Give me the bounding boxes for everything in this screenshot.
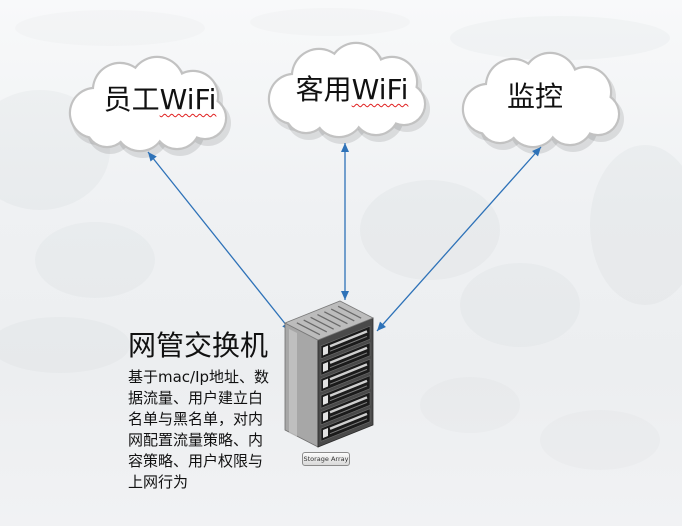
server-drive-bay	[320, 342, 371, 376]
server-drive-bay	[320, 325, 371, 360]
map-landmass	[250, 8, 410, 36]
server-vent-slit	[324, 311, 348, 325]
server-left-face-highlight	[289, 329, 297, 437]
cloud-employee-wifi	[68, 55, 231, 158]
map-landmass	[590, 145, 682, 305]
drive-bay-handle	[323, 395, 328, 405]
map-landmass	[450, 16, 670, 60]
server-vent-slit	[330, 308, 355, 322]
map-landmass	[420, 377, 520, 433]
arrow-employee-wifi-switch	[147, 151, 292, 332]
device-description-line: 名单与黑名单，对内	[128, 410, 264, 428]
drive-bay-handle	[323, 411, 328, 422]
arrowhead-end	[341, 291, 349, 300]
drive-bay-handle	[323, 362, 328, 372]
map-landmass	[360, 180, 500, 280]
drive-bay-highlight	[329, 396, 368, 414]
map-landmass	[460, 263, 580, 347]
cloud-label-flagged-word: WiFi	[159, 83, 217, 116]
cloud-label-text: 客用	[295, 73, 352, 106]
arrowhead-end	[377, 321, 386, 331]
drive-bay-slot	[329, 418, 368, 435]
device-title: 网管交换机	[128, 329, 269, 362]
server-drive-bay	[320, 408, 371, 442]
arrowhead-start	[341, 143, 349, 152]
drive-bay-highlight	[329, 330, 368, 348]
drive-bay-slot	[329, 368, 368, 385]
cloud-fill	[115, 78, 175, 138]
drive-bay-highlight	[329, 379, 368, 397]
device-description-line: 基于mac/Ip地址、数	[128, 368, 270, 386]
cloud-label-flagged-word: WiFi	[351, 73, 409, 106]
storage-array-tag: Storage Array	[302, 452, 350, 466]
drive-bay-handle	[323, 428, 328, 438]
cloud-label-monitoring: 监控	[507, 83, 563, 111]
server-top-vents	[296, 305, 362, 336]
drive-bay-highlight	[329, 346, 368, 364]
server-rack-icon	[284, 300, 374, 448]
arrowhead-start	[148, 152, 157, 162]
drive-bay-slot	[329, 335, 368, 352]
drive-bay-highlight	[329, 363, 368, 381]
server-drive-bay	[320, 391, 371, 426]
server-vent-slit	[310, 316, 334, 330]
cloud-label-text: 监控	[506, 80, 564, 113]
server-vent-slit	[296, 322, 321, 336]
cloud-monitoring	[461, 51, 624, 154]
device-description-line: 据流量、用户建立白	[128, 389, 264, 407]
world-map-background	[0, 8, 682, 470]
device-description: 基于mac/Ip地址、数 据流量、用户建立白 名单与黑名单，对内 网配置流量策略…	[128, 367, 280, 493]
drive-bay-handle	[323, 345, 328, 356]
map-landmass	[35, 222, 155, 298]
server-drive-bay	[320, 358, 371, 393]
arrow-shaft	[147, 151, 292, 332]
device-description-line: 上网行为	[128, 473, 189, 491]
map-landmass	[540, 410, 660, 470]
drive-bay-slot	[329, 352, 368, 369]
arrow-monitoring-switch	[376, 146, 542, 332]
cloud-fill	[314, 64, 374, 124]
cloud-label-text: 员工	[103, 83, 160, 116]
device-description-line: 网配置流量策略、内	[128, 431, 264, 449]
map-landmass	[0, 317, 130, 373]
map-landmass	[15, 10, 205, 46]
arrowhead-start	[532, 147, 541, 157]
device-description-line: 容策略、用户权限与	[128, 452, 264, 470]
cloud-label-guest-wifi: 客用WiFi	[296, 76, 409, 104]
drive-bay-slot	[329, 401, 368, 418]
cloud-fill	[508, 74, 568, 134]
cloud-guest-wifi	[267, 41, 430, 144]
server-drive-bay	[320, 375, 371, 409]
server-drive-bays	[320, 325, 371, 442]
arrow-guest-wifi-switch	[341, 143, 349, 300]
arrow-shaft	[376, 146, 542, 332]
drive-bay-handle	[323, 378, 328, 389]
drive-bay-slot	[329, 385, 368, 402]
server-vent-slit	[303, 319, 328, 333]
drive-bay-highlight	[329, 412, 368, 430]
server-vent-slit	[337, 305, 362, 319]
cloud-label-employee-wifi: 员工WiFi	[104, 86, 217, 114]
server-vent-slit	[317, 313, 341, 328]
